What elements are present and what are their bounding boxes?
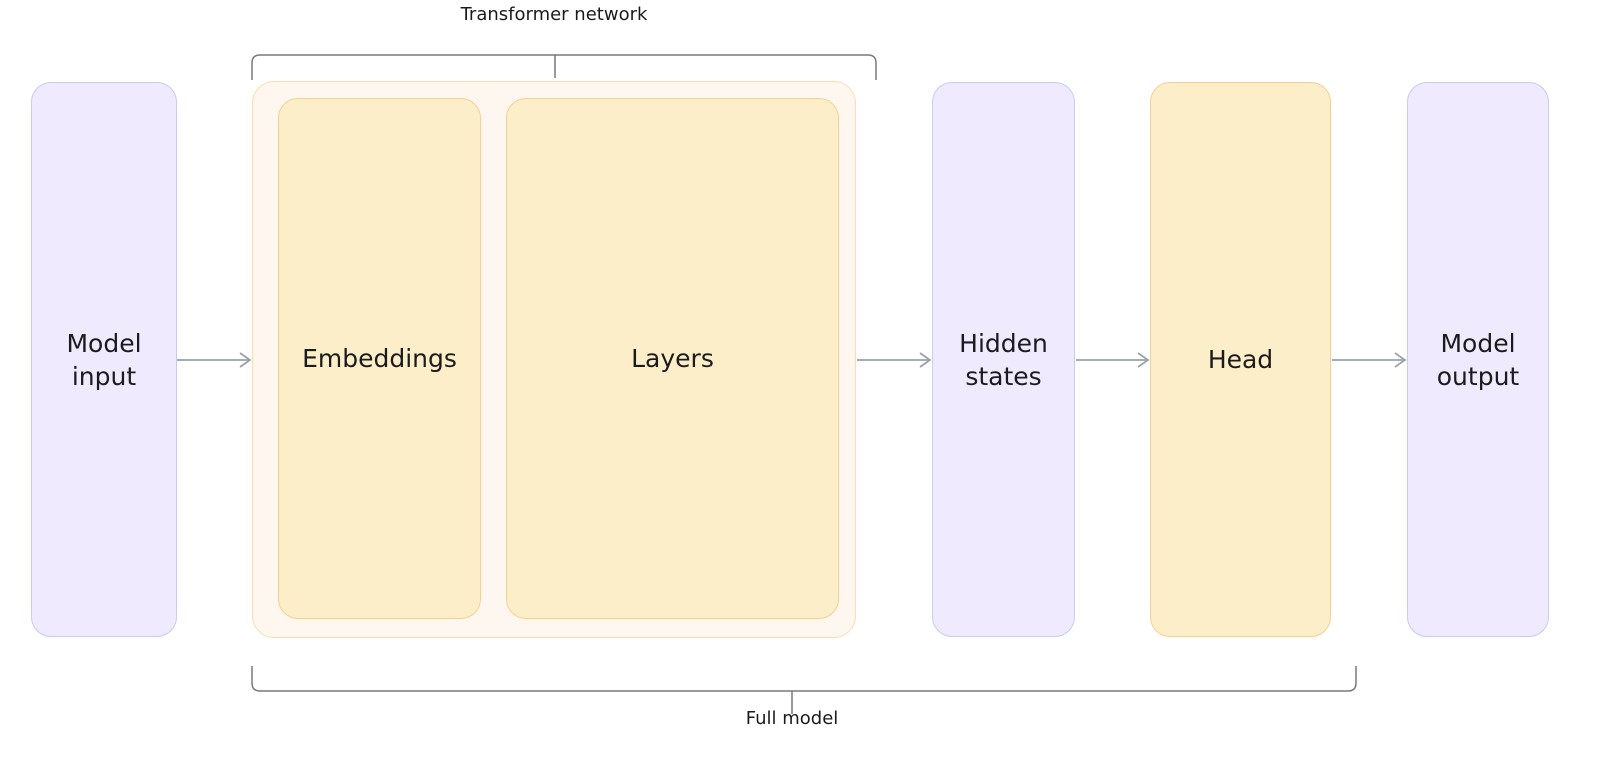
node-head[interactable]: Head	[1150, 82, 1331, 637]
node-model-input[interactable]: Model input	[31, 82, 177, 637]
node-layers[interactable]: Layers	[506, 98, 839, 619]
node-embeddings[interactable]: Embeddings	[278, 98, 481, 619]
bracket-label-transformer-network: Transformer network	[460, 4, 648, 25]
bracket-full-model	[251, 666, 1357, 714]
arrow-hidden-states-to-head	[1076, 352, 1150, 368]
node-model-output[interactable]: Model output	[1407, 82, 1549, 637]
node-hidden-states[interactable]: Hidden states	[932, 82, 1075, 637]
bracket-label-full-model: Full model	[745, 708, 839, 729]
arrow-head-to-output	[1332, 352, 1407, 368]
arrow-transformer-to-hidden-states	[857, 352, 932, 368]
arrow-input-to-transformer	[177, 352, 252, 368]
